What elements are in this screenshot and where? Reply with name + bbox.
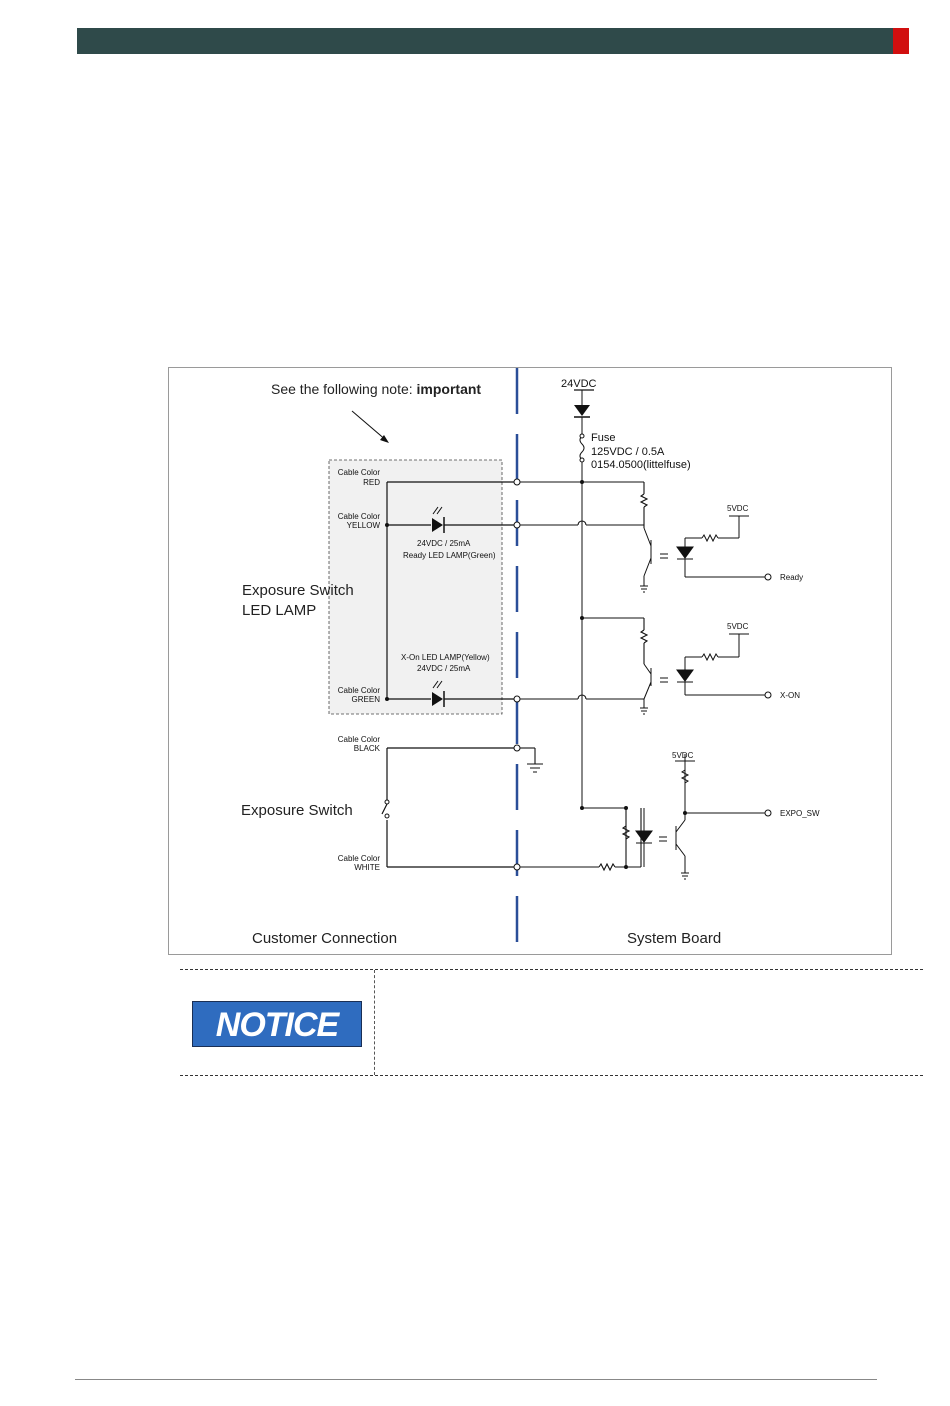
cable-color-label: Cable Color — [338, 854, 381, 863]
fuse-part: 0154.0500(littelfuse) — [591, 459, 691, 471]
schematic: See the following note: important 24VDC … — [241, 368, 820, 947]
supply-label: 24VDC — [561, 378, 597, 390]
led-lamp-group-label: Exposure Switch — [242, 582, 354, 599]
ready-optocoupler — [640, 515, 765, 593]
led-lamp-group-label-2: LED LAMP — [242, 602, 316, 619]
notice-divider — [374, 970, 375, 1075]
xon-optocoupler — [640, 633, 765, 715]
output-ready-label: Ready — [780, 573, 803, 582]
exposure-switch-label: Exposure Switch — [241, 802, 353, 819]
ground-icon — [527, 763, 543, 773]
output-expo-label: EXPO_SW — [780, 809, 820, 818]
wiring-diagram: See the following note: important 24VDC … — [168, 367, 892, 955]
notice-box: NOTICE — [180, 969, 923, 1076]
cable-white-label: WHITE — [354, 863, 380, 872]
cable-color-label: Cable Color — [338, 468, 381, 477]
note-arrow — [351, 410, 389, 443]
vcc-label: 5VDC — [727, 504, 749, 513]
expo-optocoupler — [635, 754, 765, 880]
header-bar — [77, 28, 893, 54]
output-xon-label: X-ON — [780, 691, 800, 700]
xon-led-icon — [432, 680, 445, 707]
diagram-note: See the following note: important — [271, 381, 481, 397]
ready-lamp-rating: 24VDC / 25mA — [417, 539, 471, 548]
cable-red-label: RED — [363, 478, 380, 487]
ready-led-icon — [432, 506, 445, 533]
footer-rule — [75, 1379, 877, 1380]
fuse-symbol — [579, 435, 585, 461]
section-customer-label: Customer Connection — [252, 930, 397, 947]
vcc-label: 5VDC — [727, 622, 749, 631]
header-accent-tab — [893, 28, 909, 54]
customer-wiring — [386, 481, 517, 868]
section-system-label: System Board — [627, 930, 721, 947]
cable-yellow-label: YELLOW — [347, 521, 381, 530]
fuse-rating: 125VDC / 0.5A — [591, 446, 665, 458]
vcc-label: 5VDC — [672, 751, 694, 760]
ready-lamp-name: Ready LED LAMP(Green) — [403, 551, 496, 560]
xon-lamp-name: X-On LED LAMP(Yellow) — [401, 653, 490, 662]
cable-green-label: GREEN — [352, 695, 381, 704]
cable-black-label: BLACK — [354, 744, 381, 753]
xon-lamp-rating: 24VDC / 25mA — [417, 664, 471, 673]
fuse-label: Fuse — [591, 432, 615, 444]
cable-color-label: Cable Color — [338, 512, 381, 521]
cable-color-label: Cable Color — [338, 735, 381, 744]
system-board-wiring — [520, 481, 649, 872]
notice-badge: NOTICE — [192, 1001, 362, 1047]
exposure-switch-contact — [381, 799, 390, 819]
cable-color-label: Cable Color — [338, 686, 381, 695]
led-lamp-group-box — [328, 459, 503, 715]
supply-diode — [574, 405, 590, 418]
